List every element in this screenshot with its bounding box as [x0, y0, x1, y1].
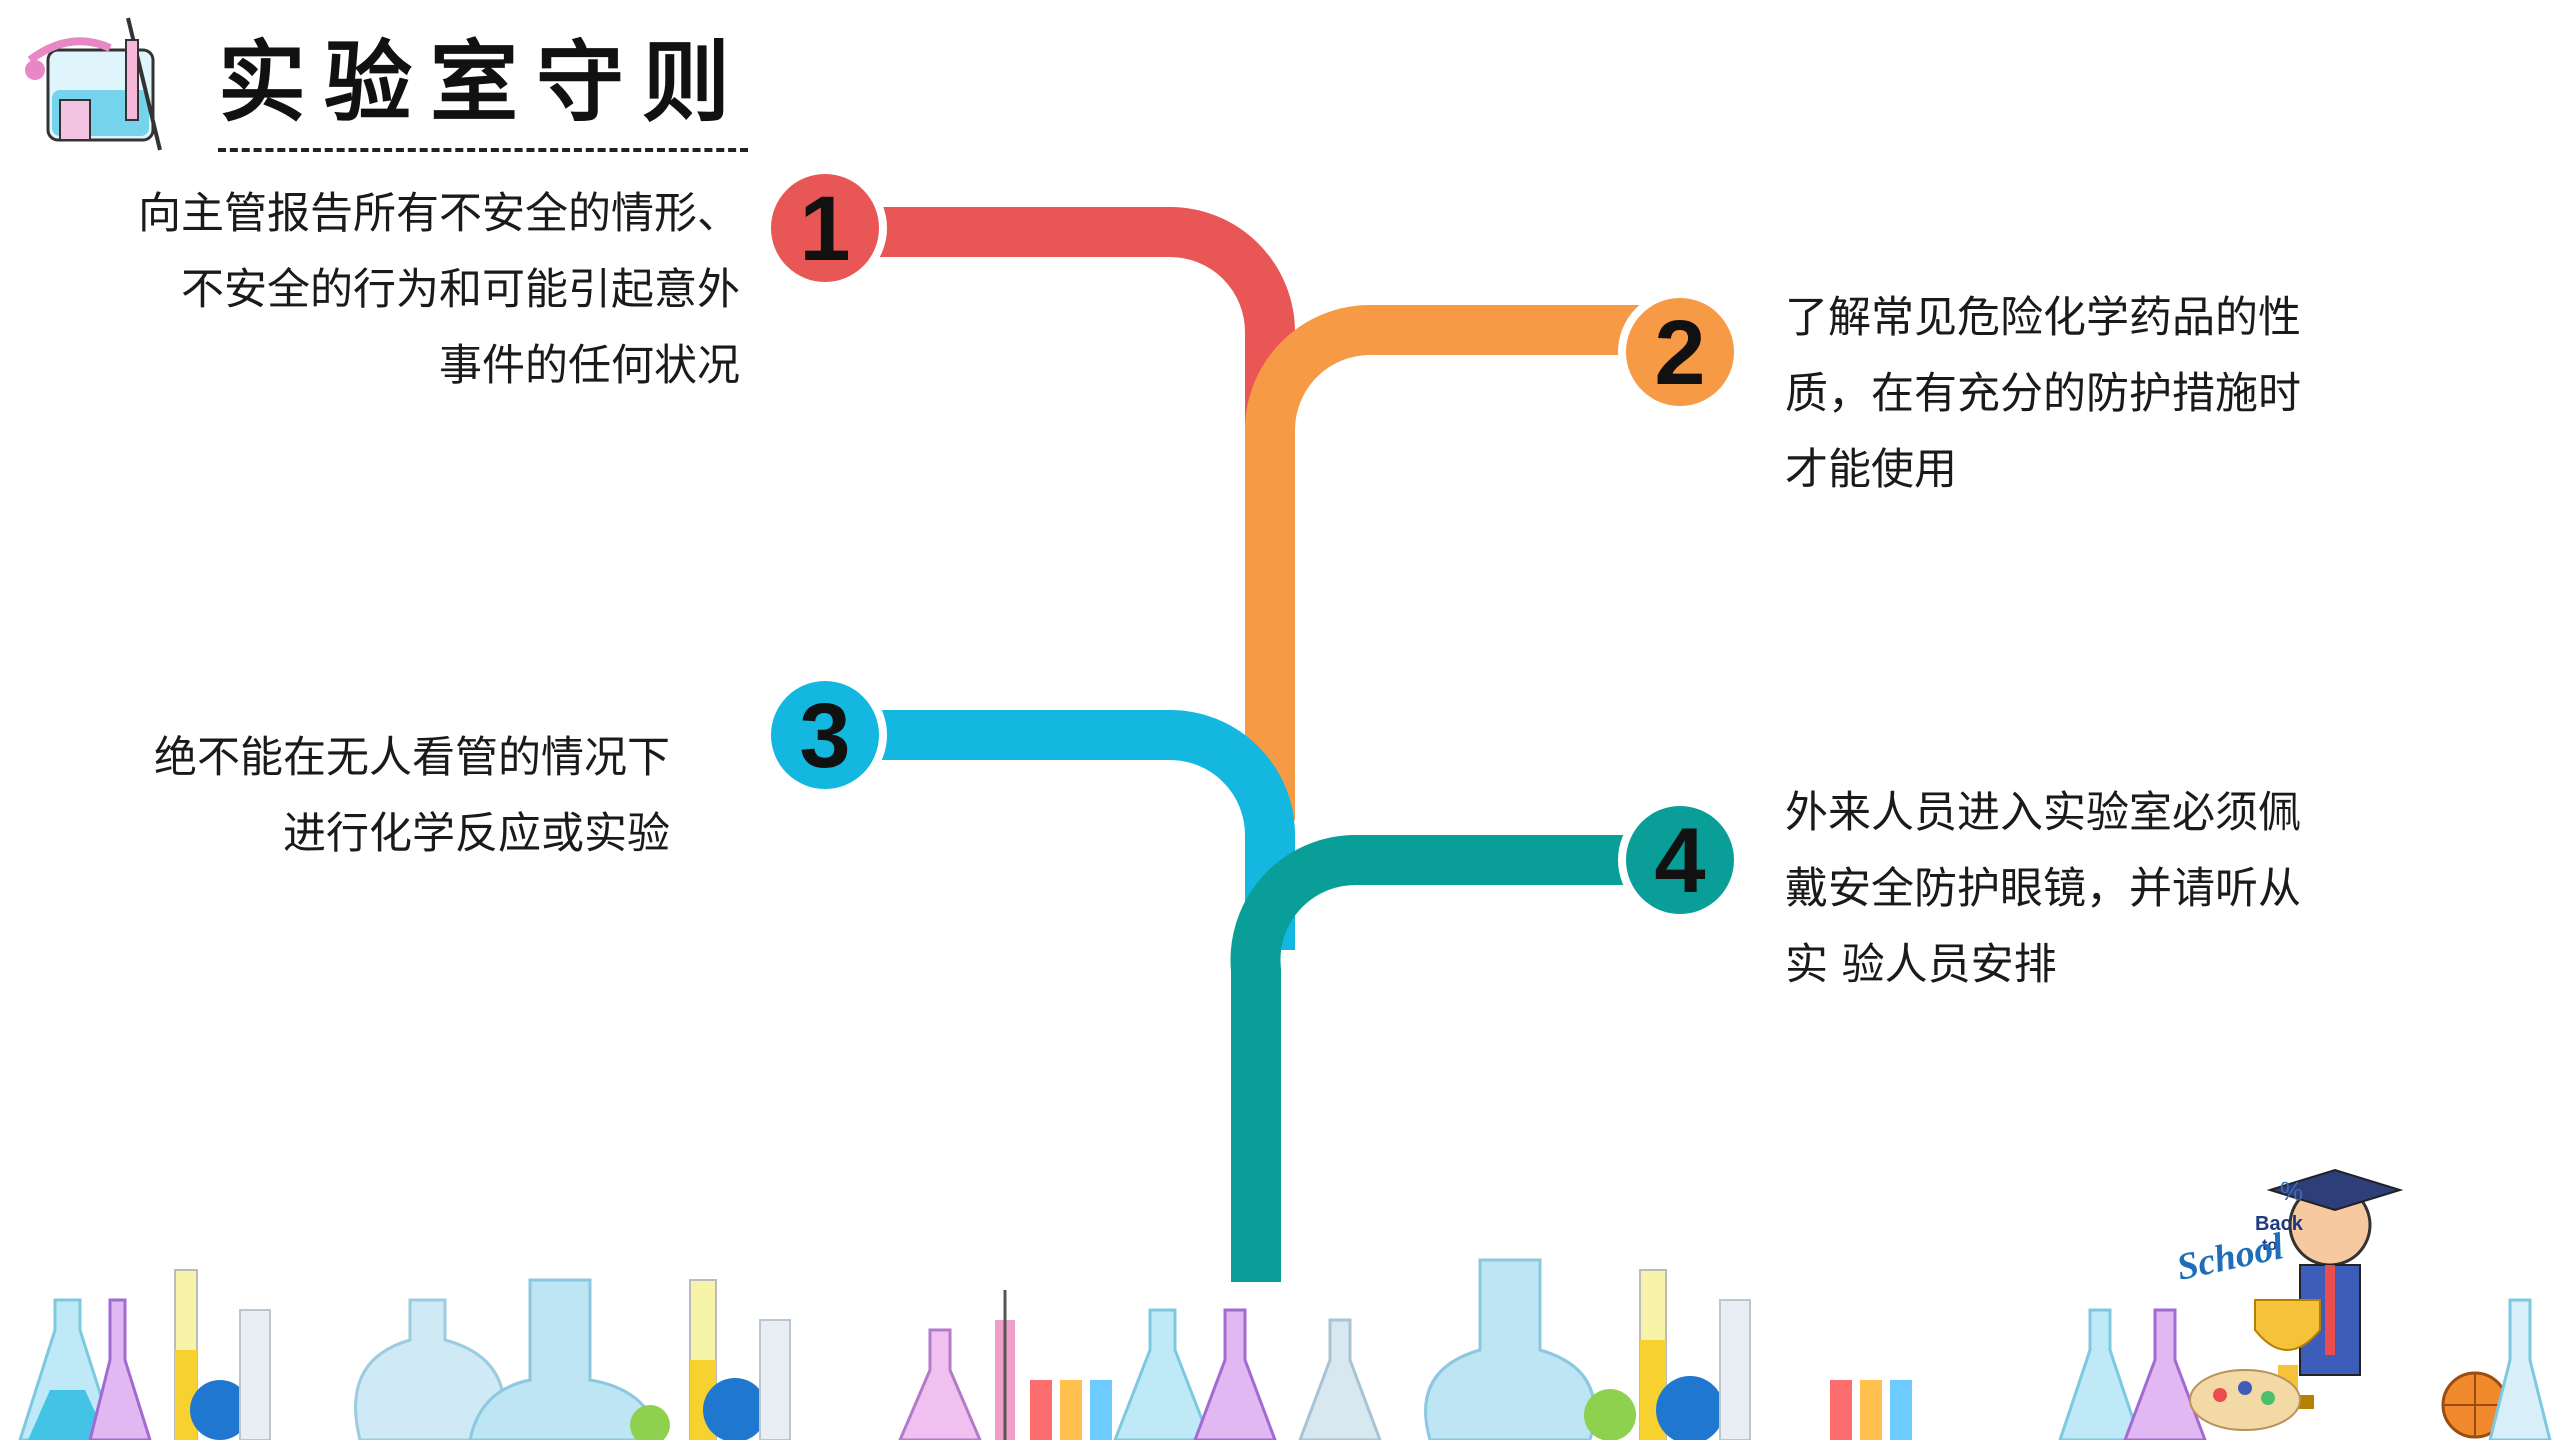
rule-1-line-1: 向主管报告所有不安全的情形、	[138, 189, 740, 239]
lab-glassware-icon	[25, 17, 162, 151]
number-4: 4	[1654, 810, 1705, 912]
rule-1-line-2: 不安全的行为和可能引起意外	[181, 265, 740, 315]
lab-glassware-strip	[18, 1258, 2207, 1440]
rule-4-line-2: 戴安全防护眼镜，并请听从	[1785, 864, 2301, 914]
rule-2-line-3: 才能使用	[1785, 445, 1957, 495]
page-title: 实验室守则	[218, 31, 749, 134]
rule-3-line-1: 绝不能在无人看管的情况下	[154, 733, 670, 783]
palette-icon	[2189, 1369, 2301, 1431]
rule-2-line-1: 了解常见危险化学药品的性	[1785, 293, 2301, 343]
to-label: to	[2262, 1237, 2277, 1254]
school-label: School	[2173, 1225, 2288, 1289]
rule-text-1: 向主管报告所有不安全的情形、 不安全的行为和可能引起意外 事件的任何状况	[138, 176, 740, 404]
number-1: 1	[799, 178, 850, 280]
percent-label: %	[2280, 1176, 2303, 1206]
flask-icon	[2488, 1298, 2552, 1440]
rule-4-line-1: 外来人员进入实验室必须佩	[1785, 788, 2301, 838]
rule-3-line-2: 进行化学反应或实验	[283, 809, 670, 859]
rule-text-4: 外来人员进入实验室必须佩 戴安全防护眼镜，并请听从 实 验人员安排	[1785, 775, 2301, 1003]
rule-2-line-2: 质，在有充分的防护措施时	[1785, 369, 2301, 419]
number-badge-3: 3	[763, 673, 887, 797]
number-2: 2	[1654, 302, 1705, 404]
back-label: Back	[2255, 1213, 2304, 1235]
rule-1-line-3: 事件的任何状况	[439, 341, 740, 391]
rule-text-2: 了解常见危险化学药品的性 质，在有充分的防护措施时 才能使用	[1785, 280, 2301, 508]
number-badge-1: 1	[763, 166, 887, 290]
number-badge-2: 2	[1618, 290, 1742, 414]
number-3: 3	[799, 685, 850, 787]
title-divider	[218, 148, 748, 152]
number-badge-4: 4	[1618, 798, 1742, 922]
rule-4-line-3: 实 验人员安排	[1785, 940, 2057, 990]
rule-text-3: 绝不能在无人看管的情况下 进行化学反应或实验	[154, 720, 670, 872]
